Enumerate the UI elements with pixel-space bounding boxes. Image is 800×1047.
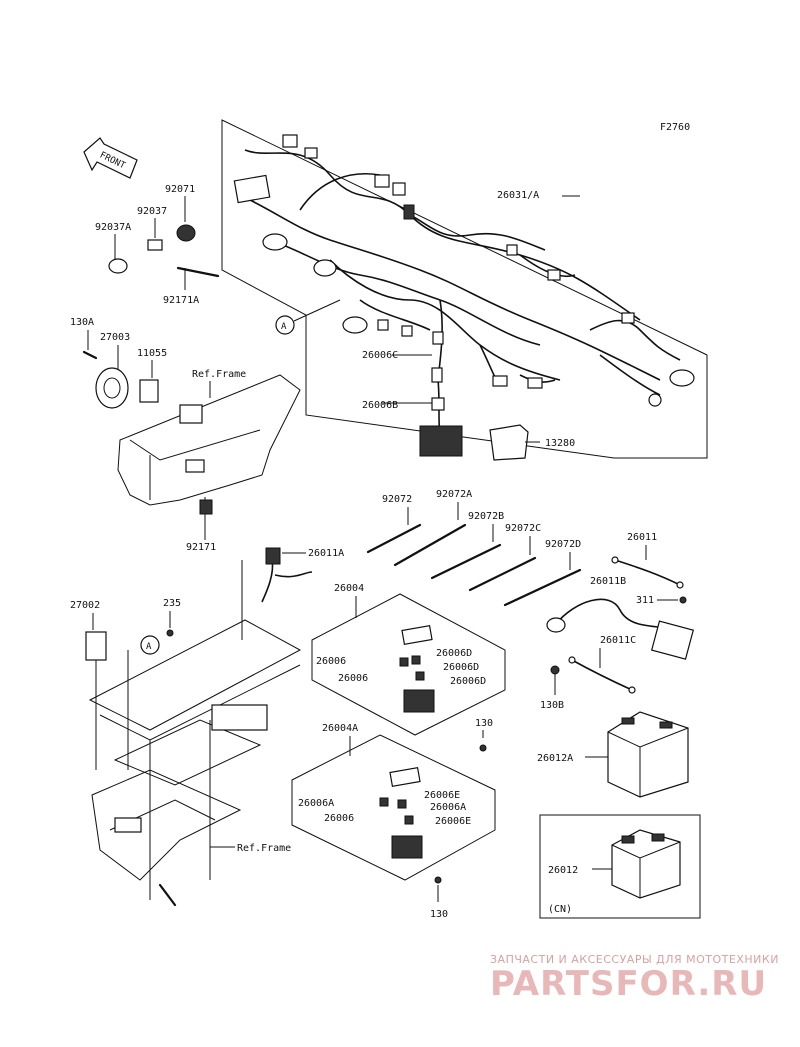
label-ref-frame-bottom: Ref.Frame xyxy=(237,843,291,854)
label-26006e-2: 26006E xyxy=(435,816,471,827)
label-130-a: 130 xyxy=(475,718,493,729)
relay-block-part xyxy=(419,425,463,457)
label-26006-b: 26006 xyxy=(324,813,354,824)
watermark: ЗАПЧАСТИ И АКСЕССУАРЫ ДЛЯ МОТОТЕХНИКИ PA… xyxy=(490,953,779,1004)
label-130-b: 130 xyxy=(430,909,448,920)
ref-a-marker-bottom xyxy=(140,635,160,655)
tie-92072c-part xyxy=(468,556,537,592)
ref-a-label-bottom: A xyxy=(146,642,152,652)
label-27002: 27002 xyxy=(70,600,100,611)
watermark-tagline: ЗАПЧАСТИ И АКСЕССУАРЫ ДЛЯ МОТОТЕХНИКИ xyxy=(490,953,779,966)
figure-code: F2760 xyxy=(660,122,690,133)
relay-part xyxy=(85,631,107,661)
leads-battery-group: 26011 26011B 311 26011C 130B 26012A xyxy=(537,532,701,919)
label-26011c: 26011C xyxy=(600,635,636,646)
main-harness-group: 26031/A 26006C 26006B 13280 A xyxy=(221,119,708,461)
label-26006d-3: 26006D xyxy=(450,676,486,687)
cable-ties-group: 92072 92072A 92072B 92072C 92072D xyxy=(366,489,582,607)
stay-part xyxy=(139,379,159,403)
clamp-92037-part xyxy=(147,239,163,251)
label-26006b: 26006B xyxy=(362,400,398,411)
cap-part xyxy=(176,224,196,242)
clip-part xyxy=(199,499,213,515)
switch-b-part xyxy=(431,397,445,411)
label-26011: 26011 xyxy=(627,532,657,543)
horn-part xyxy=(95,367,129,409)
label-235: 235 xyxy=(163,598,181,609)
label-26006e-1: 26006E xyxy=(424,790,460,801)
watermark-logo: PARTSFOR.RU xyxy=(490,964,767,1004)
label-26004: 26004 xyxy=(334,583,364,594)
label-26006a-1: 26006A xyxy=(298,798,334,809)
small-parts-left: 92071 92037 92037A 92171A xyxy=(95,184,220,306)
label-26006c: 26006C xyxy=(362,350,398,361)
label-26006d-1: 26006D xyxy=(436,648,472,659)
cn-battery-box xyxy=(539,814,701,919)
fuse-block-26004-part xyxy=(403,689,435,713)
label-cn: (CN) xyxy=(548,904,572,915)
label-26006d-2: 26006D xyxy=(443,662,479,673)
label-ref-frame-top: Ref.Frame xyxy=(192,369,246,380)
label-26006-a1: 26006 xyxy=(316,656,346,667)
battery-26012-part xyxy=(611,829,681,899)
label-92072: 92072 xyxy=(382,494,412,505)
label-26011a: 26011A xyxy=(308,548,344,559)
lead-26011c-part xyxy=(571,659,633,691)
fuse-box-26004-group: 26004 26006 26006 26006D 26006D 26006D 1… xyxy=(311,583,506,752)
label-92072a: 92072A xyxy=(436,489,472,500)
lower-frame-group: 27002 235 A Ref.Frame xyxy=(70,560,302,907)
frame-lower-cradle xyxy=(91,769,242,881)
tie-92072b-part xyxy=(430,543,502,580)
horn-frame-group: 130A 27003 11055 Ref.Frame 92171 xyxy=(70,317,301,553)
label-13280: 13280 xyxy=(545,438,575,449)
label-92037a: 92037A xyxy=(95,222,131,233)
label-92072b: 92072B xyxy=(468,511,504,522)
clamp-band-part xyxy=(176,266,220,278)
lead-26011-part xyxy=(614,559,681,586)
fuse-box-26004a-outline xyxy=(291,734,496,881)
label-92171: 92171 xyxy=(186,542,216,553)
label-92037: 92037 xyxy=(137,206,167,217)
fuse-box-26004a-group: 26004A 26006A 26006 26006E 26006A 26006E… xyxy=(291,723,496,920)
label-26011b: 26011B xyxy=(590,576,626,587)
label-11055: 11055 xyxy=(137,348,167,359)
wiring-harness-drawing xyxy=(233,134,695,441)
lead-26011a-group: 26011A xyxy=(261,547,344,603)
frame-upper-rail xyxy=(88,619,302,731)
label-311: 311 xyxy=(636,595,654,606)
label-26012a: 26012A xyxy=(537,753,573,764)
fuse-box-26004-outline xyxy=(311,593,506,736)
tie-92072-part xyxy=(366,523,422,554)
front-arrow-icon: FRONT xyxy=(83,137,138,179)
frame-crossmember xyxy=(117,374,301,506)
label-26006a-2: 26006A xyxy=(430,802,466,813)
label-harness: 26031/A xyxy=(497,190,539,201)
ref-a-marker-top xyxy=(275,315,295,335)
label-130a: 130A xyxy=(70,317,94,328)
ref-a-label-top: A xyxy=(281,322,287,332)
clamp-92037a-part xyxy=(108,258,128,274)
tie-92072d-part xyxy=(503,568,582,607)
tie-92072a-part xyxy=(393,523,467,567)
label-92072c: 92072C xyxy=(505,523,541,534)
label-27003: 27003 xyxy=(100,332,130,343)
bracket-part xyxy=(489,424,529,461)
label-92072d: 92072D xyxy=(545,539,581,550)
label-130b: 130B xyxy=(540,700,564,711)
label-26012: 26012 xyxy=(548,865,578,876)
battery-26012a-part xyxy=(607,711,689,798)
label-92071: 92071 xyxy=(165,184,195,195)
label-92171a: 92171A xyxy=(163,295,199,306)
label-26004a: 26004A xyxy=(322,723,358,734)
fuse-block-26004a-part xyxy=(391,835,423,859)
label-26006-a2: 26006 xyxy=(338,673,368,684)
